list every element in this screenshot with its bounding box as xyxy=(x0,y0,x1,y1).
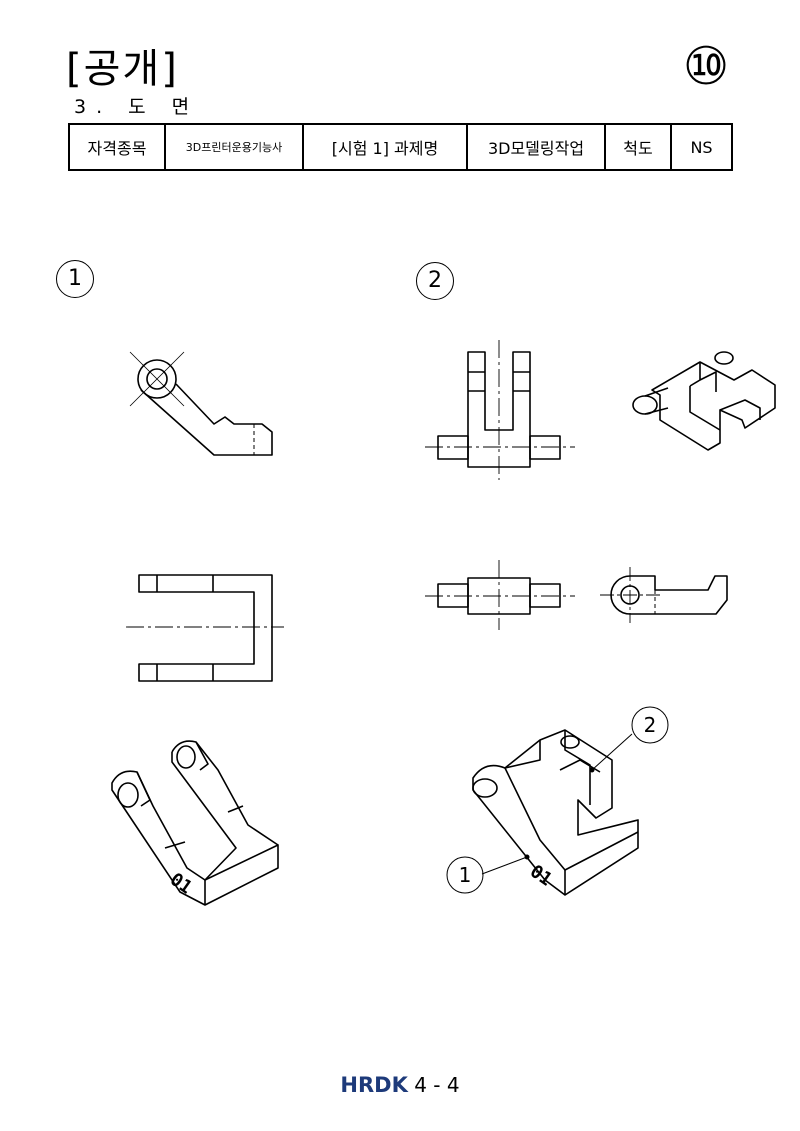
page-number: 4 - 4 xyxy=(414,1073,460,1097)
info-cell-category-label: 자격종목 xyxy=(68,123,166,171)
info-cell-scale-value: NS xyxy=(670,123,733,171)
part2-top-view xyxy=(425,560,575,630)
part2-front-view xyxy=(425,340,575,480)
part2-label: 2 xyxy=(416,262,454,300)
assembly-leaders xyxy=(446,706,669,894)
page-title: [공개] xyxy=(66,46,179,92)
hrdk-logo: HRDK xyxy=(340,1073,408,1097)
part1-engraving: 01 xyxy=(166,869,196,899)
assembly-engraving: 01 xyxy=(526,861,556,891)
part1-top-view xyxy=(126,574,284,682)
page-footer: HRDK 4 - 4 xyxy=(0,1073,800,1097)
assembly-isometric-view xyxy=(472,729,639,896)
part2-side-view xyxy=(600,567,728,623)
part1-isometric-view xyxy=(111,740,279,906)
sheet-number-badge: ⑩ xyxy=(682,37,730,97)
info-cell-task-label: [시험 1] 과제명 xyxy=(302,123,468,171)
part1-side-view xyxy=(129,351,273,456)
info-cell-task-value: 3D모델링작업 xyxy=(466,123,606,171)
balloon-2-label: 2 xyxy=(644,713,657,737)
part2-isometric-view xyxy=(632,351,776,451)
info-cell-category-value: 3D프린터운용기능사 xyxy=(164,123,304,171)
balloon-1-label: 1 xyxy=(459,863,472,887)
info-cell-scale-label: 척도 xyxy=(604,123,672,171)
section-subtitle: 3. 도 면 xyxy=(74,96,200,118)
info-table: 자격종목 3D프린터운용기능사 [시험 1] 과제명 3D모델링작업 척도 NS xyxy=(68,123,733,171)
part1-label: 1 xyxy=(56,260,94,298)
